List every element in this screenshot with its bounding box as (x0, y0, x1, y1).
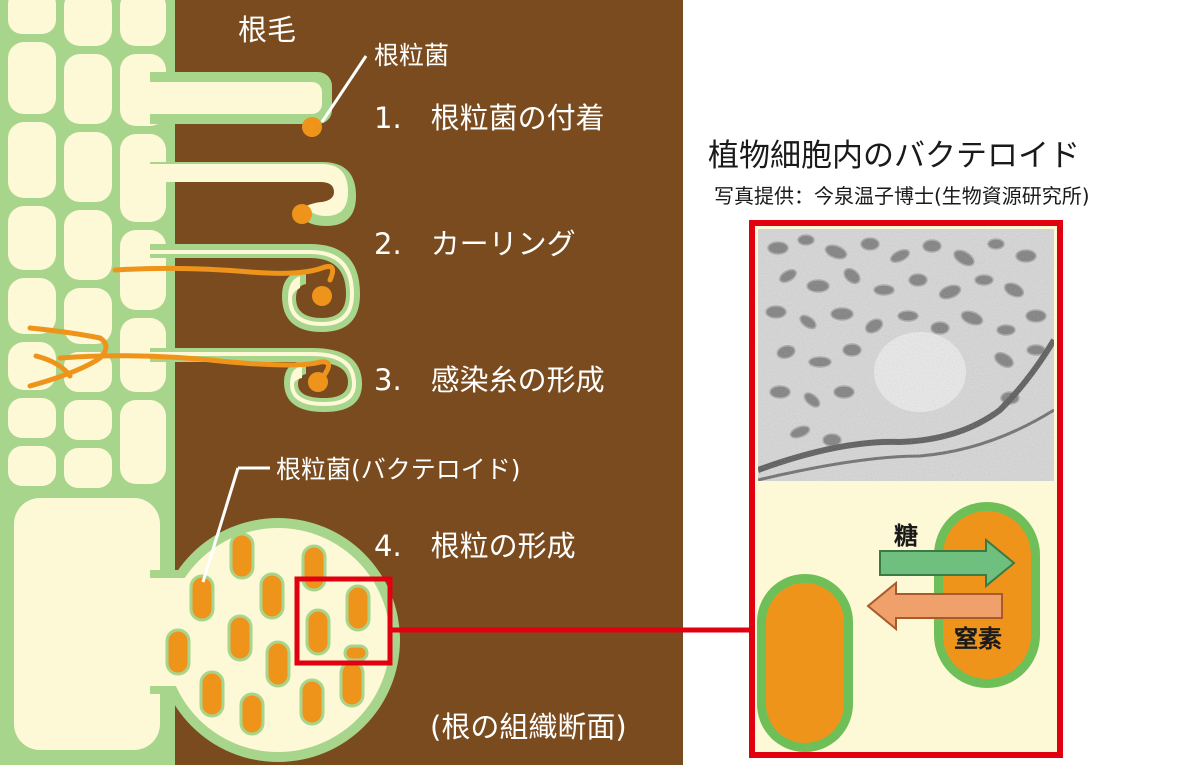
label-sugar: 糖 (894, 522, 918, 550)
sugar-arrow (879, 537, 1016, 589)
leader-rhizobium-bacteroid (201, 467, 240, 583)
label-step4: 4. 根粒の形成 (374, 529, 576, 563)
label-rhizobium-bacteroid: 根粒菌(バクテロイド) (276, 455, 521, 484)
label-step2: 2. カーリング (374, 227, 576, 261)
label-root-hair: 根毛 (238, 13, 296, 47)
rhizobium-attached (302, 117, 322, 137)
bacteroid-left (757, 574, 853, 752)
rhizobium-curl3 (312, 286, 332, 306)
label-rhizobium: 根粒菌 (374, 41, 449, 70)
label-nitrogen: 窒素 (954, 625, 1002, 653)
bacteroids-in-nodule (165, 532, 371, 736)
label-step3: 3. 感染糸の形成 (374, 363, 605, 397)
inset-credit: 写真提供：今泉温子博士(生物資源研究所) (714, 184, 1090, 208)
highlight-box (294, 576, 393, 666)
rhizobium-curl4 (308, 372, 328, 392)
leader-rhizobium (320, 55, 368, 123)
nitrogen-arrow (866, 580, 1003, 632)
inset-title: 植物細胞内のバクテロイド (708, 138, 1080, 174)
rhizobium-curling (292, 204, 312, 224)
root-tissue (0, 0, 175, 765)
micrograph-photo (758, 229, 1054, 481)
label-step1: 1. 根粒菌の付着 (374, 101, 605, 135)
label-cross-section: (根の組織断面) (430, 710, 627, 744)
infection-threads (27, 264, 336, 389)
